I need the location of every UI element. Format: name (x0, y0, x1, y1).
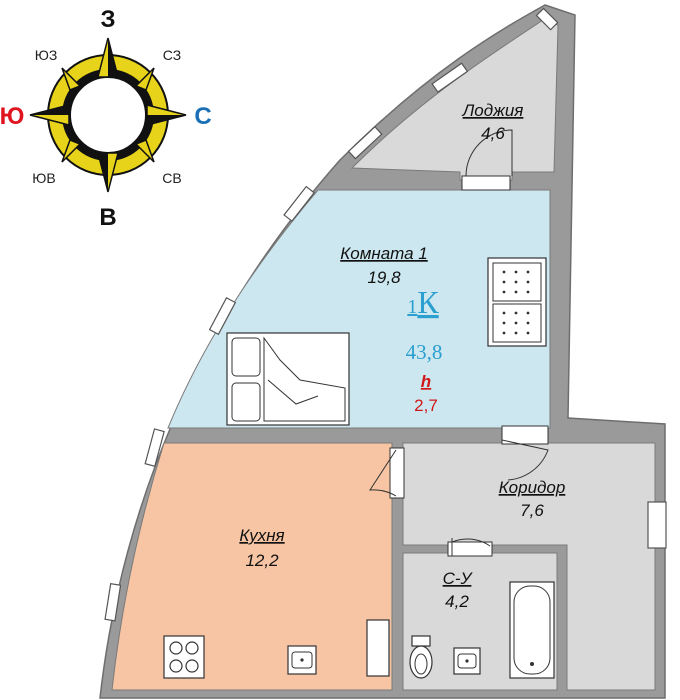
window-loggia-1 (347, 125, 383, 160)
door-bathroom (451, 538, 491, 556)
window-kitchen-1 (144, 428, 165, 468)
bed-blanket (263, 336, 346, 422)
stove (163, 635, 205, 679)
room-loggia (350, 19, 559, 181)
bathtub (509, 581, 555, 679)
toilet (409, 635, 433, 679)
window-room-2 (283, 185, 315, 222)
window-loggia-3 (535, 7, 559, 31)
bathroom-name: С-У (443, 569, 474, 588)
room-corridor (402, 442, 656, 691)
window-loggia-2 (431, 62, 469, 93)
bed-blanket-fold (267, 379, 319, 405)
labels: Лоджия 4,6 Комната 1 19,8 1К 43,8 h 2,7 … (239, 101, 565, 611)
loggia-name: Лоджия (462, 101, 524, 120)
compass-se-label: СВ (162, 170, 181, 186)
fridge (366, 619, 390, 677)
compass-point-s-shade (98, 153, 108, 192)
compass-point-ne (134, 67, 155, 91)
compass-west-label: Ю (0, 103, 24, 130)
loggia-area: 4,6 (481, 124, 505, 143)
room-kitchen (111, 442, 393, 691)
window-kitchen-2 (104, 582, 122, 622)
compass-north-label: З (100, 6, 115, 33)
compass-south-label: В (99, 204, 116, 231)
room1-name: Комната 1 (340, 244, 428, 263)
door-gap-bathroom (447, 541, 493, 557)
wardrobe-dots (502, 270, 530, 335)
window-corridor (647, 501, 667, 549)
height-value: 2,7 (414, 396, 438, 415)
corridor-area: 7,6 (520, 501, 544, 520)
compass-point-e-shade (147, 115, 186, 125)
corridor-name: Коридор (499, 478, 566, 497)
compass-center (69, 76, 147, 154)
apartment-type-prefix: 1 (407, 296, 417, 318)
doors (369, 129, 549, 557)
bathroom-area: 4,2 (445, 592, 469, 611)
kitchen-sink (287, 645, 317, 675)
compass-point-nw (61, 67, 82, 91)
compass-point-n-shade (108, 38, 118, 77)
door-gap-room (501, 425, 549, 445)
apartment-type-letter: К (417, 284, 439, 320)
compass-ne-label: СЗ (163, 47, 181, 63)
compass-point-se (134, 139, 155, 163)
door-gap-loggia (461, 175, 511, 191)
door-loggia (465, 129, 513, 177)
window-room-1 (208, 297, 237, 336)
compass-point-w-shade (30, 105, 69, 115)
compass-east-label: С (194, 103, 211, 130)
compass-nw-label: ЮЗ (35, 47, 58, 63)
wardrobe (487, 257, 547, 347)
door-room (501, 439, 549, 481)
compass-sw-label: ЮВ (32, 170, 55, 186)
bed (226, 332, 350, 426)
furniture (163, 257, 555, 679)
door-gap-kitchen (389, 447, 405, 499)
stove-top (163, 635, 205, 679)
apartment-type: 1К (407, 284, 439, 320)
door-kitchen (369, 449, 397, 497)
room1-area: 19,8 (367, 268, 401, 287)
total-area: 43,8 (406, 340, 443, 364)
bed-pillow-1 (231, 337, 261, 377)
compass-point-sw (61, 139, 82, 163)
compass: З В Ю С ЮЗ СЗ ЮВ СВ (0, 6, 212, 231)
kitchen-area: 12,2 (245, 551, 279, 570)
height-label: h (421, 372, 431, 391)
windows (104, 7, 667, 622)
bed-pillow-2 (231, 382, 261, 422)
bathroom-sink (453, 647, 481, 675)
kitchen-name: Кухня (239, 526, 284, 545)
